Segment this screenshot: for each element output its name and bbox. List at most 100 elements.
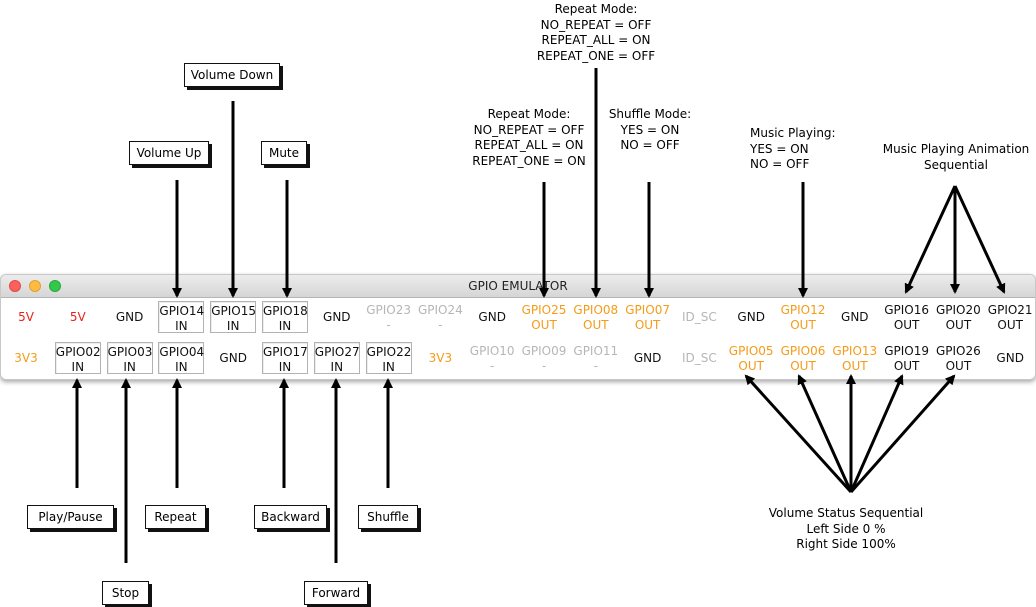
repeat-mode-note-mid: Repeat Mode: NO_REPEAT = OFF REPEAT_ALL … [472, 107, 586, 168]
pin-mode: OUT [790, 318, 816, 332]
pin-name: GND [996, 351, 1024, 365]
pin-gpio24: GPIO24- [417, 301, 463, 333]
backward-label: Backward [254, 505, 327, 529]
mute-label: Mute [261, 141, 307, 165]
pin-mode: OUT [997, 318, 1023, 332]
shuffle-label: Shuffle [358, 505, 418, 529]
pin-name: ID_SC [682, 351, 717, 365]
pin-name: GPIO06 [780, 344, 826, 358]
pin-name: GPIO12 [780, 303, 826, 317]
pin-5v: 5V [3, 301, 49, 333]
pin-mode: OUT [738, 359, 764, 373]
pin-gnd: GND [210, 342, 256, 374]
pin-mode: OUT [583, 318, 609, 332]
repeat-mode-note-top: Repeat Mode: NO_REPEAT = OFF REPEAT_ALL … [536, 2, 656, 63]
shuffle-mode-note: Shuffle Mode: YES = ON NO = OFF [608, 107, 692, 152]
pin-name: GND [841, 310, 869, 324]
pin-name: GPIO18 [263, 304, 308, 318]
minimize-button[interactable] [29, 280, 41, 292]
pin-name: ID_SC [682, 310, 717, 324]
pin-mode: - [438, 318, 443, 332]
pin-5v: 5V [55, 301, 101, 333]
pin-name: GPIO15 [211, 304, 256, 318]
pin-name: GND [478, 310, 506, 324]
pin-name: GPIO02 [55, 345, 101, 359]
pin-mode: OUT [893, 318, 920, 332]
arrow-volume-2 [797, 374, 853, 493]
close-button[interactable] [9, 280, 21, 292]
pin-id-sc: ID_SC [676, 301, 722, 333]
pin-gnd: GND [107, 301, 153, 333]
pin-gnd: GND [625, 342, 671, 374]
pin-mode: IN [278, 319, 292, 333]
pin-gnd: GND [987, 342, 1033, 374]
pin-mode: - [490, 359, 495, 373]
volume-up-label: Volume Up [129, 141, 209, 165]
pin-name: GPIO11 [573, 344, 619, 358]
pin-mode: OUT [531, 318, 557, 332]
pin-name: GPIO19 [884, 344, 929, 358]
pin-name: GPIO04 [159, 345, 205, 359]
pin-name: 5V [69, 310, 86, 324]
pin-mode: OUT [945, 359, 972, 373]
pin-mode: IN [278, 360, 292, 374]
pin-mode: IN [123, 360, 136, 374]
pin-mode: IN [71, 360, 85, 374]
pin-name: GPIO27 [314, 345, 360, 359]
pin-name: GPIO13 [832, 344, 878, 358]
pin-3v3: 3V3 [417, 342, 463, 374]
pin-mode: - [541, 359, 547, 373]
pin-name: GPIO05 [728, 344, 774, 358]
pin-gnd: GND [832, 301, 878, 333]
pin-gpio10: GPIO10- [469, 342, 515, 374]
pin-name: GPIO26 [935, 344, 981, 358]
pin-name: 5V [18, 310, 34, 324]
pin-name: GND [633, 351, 662, 365]
maximize-button[interactable] [49, 280, 61, 292]
arrow-volume-4 [849, 374, 904, 493]
music-playing-note: Music Playing: YES = ON NO = OFF [750, 126, 836, 171]
pin-name: GPIO14 [159, 304, 205, 318]
pin-name: GPIO08 [573, 303, 619, 317]
forward-label: Forward [304, 581, 368, 605]
pin-gnd: GND [314, 301, 360, 333]
pin-3v3: 3V3 [3, 342, 49, 374]
pin-name: 3V3 [428, 351, 453, 365]
pin-mode: IN [330, 360, 344, 374]
pin-gpio11: GPIO11- [573, 342, 619, 374]
pin-name: GPIO09 [521, 344, 567, 358]
pin-name: GPIO07 [625, 303, 670, 317]
animation-note: Music Playing Animation Sequential [882, 142, 1030, 172]
pin-name: GND [115, 310, 144, 324]
pin-mode: OUT [790, 359, 816, 373]
pin-name: GPIO17 [263, 345, 308, 359]
pin-gpio23: GPIO23- [366, 301, 412, 333]
pin-mode: - [593, 359, 598, 373]
volume-down-label: Volume Down [184, 63, 280, 87]
pin-name: GND [737, 310, 765, 324]
pin-mode: OUT [842, 359, 868, 373]
pin-name: GND [219, 351, 247, 365]
volume-status-note: Volume Status Sequential Left Side 0 % R… [768, 506, 924, 551]
stop-label: Stop [102, 581, 149, 605]
pin-name: GPIO25 [521, 303, 567, 317]
